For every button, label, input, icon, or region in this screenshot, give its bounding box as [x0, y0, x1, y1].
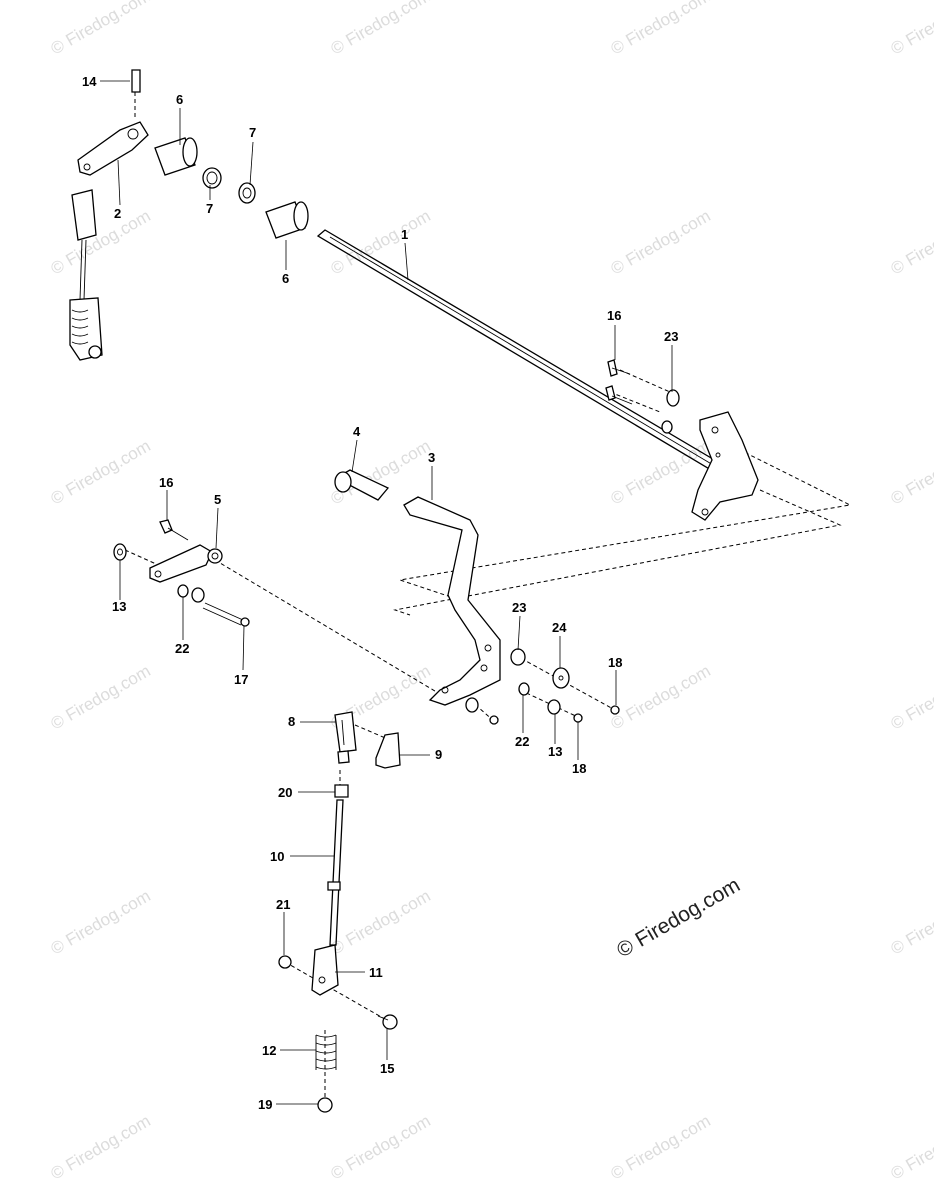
callout-21: 21	[276, 897, 290, 912]
callout-17: 17	[234, 672, 248, 687]
watermark: © Firedog.com	[888, 661, 934, 733]
right-hardware	[465, 359, 680, 725]
callout-12: 12	[262, 1043, 276, 1058]
leader-lines	[100, 80, 673, 1105]
lower-bracket-hardware	[278, 944, 398, 1113]
watermark: © Firedog.com	[328, 1111, 434, 1183]
upper-lever-assembly	[69, 69, 149, 361]
bushings-and-spacers	[154, 137, 309, 239]
watermark: © Firedog.com	[608, 1111, 714, 1183]
watermark: © Firedog.com	[888, 206, 934, 278]
watermark: © Firedog.com	[608, 661, 714, 733]
callout-18: 18	[572, 761, 586, 776]
callout-18: 18	[608, 655, 622, 670]
cross-shaft	[316, 229, 759, 521]
callout-24: 24	[552, 620, 567, 635]
watermark: © Firedog.com	[888, 0, 934, 58]
callout-13: 13	[548, 744, 562, 759]
left-lever-hardware	[113, 519, 250, 627]
watermark: © Firedog.com	[48, 886, 154, 958]
callout-22: 22	[515, 734, 529, 749]
watermark: © Firedog.com	[48, 661, 154, 733]
watermark: © Firedog.com	[48, 436, 154, 508]
callout-16: 16	[159, 475, 173, 490]
callout-14: 14	[82, 74, 97, 89]
callout-15: 15	[380, 1061, 394, 1076]
callout-10: 10	[270, 849, 284, 864]
callout-7: 7	[206, 201, 213, 216]
callout-8: 8	[288, 714, 295, 729]
callout-9: 9	[435, 747, 442, 762]
callout-20: 20	[278, 785, 292, 800]
callout-16: 16	[607, 308, 621, 323]
lower-linkage	[327, 711, 401, 946]
watermark: © Firedog.com	[328, 0, 434, 58]
callout-19: 19	[258, 1097, 272, 1112]
watermark: © Firedog.com	[48, 206, 154, 278]
callout-22: 22	[175, 641, 189, 656]
callout-23: 23	[512, 600, 526, 615]
watermark: © Firedog.com	[608, 206, 714, 278]
callout-1: 1	[401, 227, 408, 242]
callout-5: 5	[214, 492, 221, 507]
watermark: © Firedog.com	[888, 436, 934, 508]
watermark: © Firedog.com	[608, 0, 714, 58]
callout-23: 23	[664, 329, 678, 344]
watermark: © Firedog.com	[888, 1111, 934, 1183]
dashed-alignment-lines	[124, 85, 852, 1100]
callout-13: 13	[112, 599, 126, 614]
main-watermark: © Firedog.com	[613, 873, 744, 962]
callout-2: 2	[114, 206, 121, 221]
watermark: © Firedog.com	[888, 886, 934, 958]
callout-labels: 14 6 7 2 7 1 6 16 23 4 3 16 5 13 23 24 2…	[82, 74, 678, 1112]
watermark: © Firedog.com	[48, 1111, 154, 1183]
watermark: © Firedog.com	[328, 886, 434, 958]
callout-3: 3	[428, 450, 435, 465]
callout-7: 7	[249, 125, 256, 140]
callout-6: 6	[176, 92, 183, 107]
pedal-assembly	[334, 469, 501, 706]
callout-11: 11	[369, 965, 383, 980]
callout-4: 4	[353, 424, 361, 439]
callout-6: 6	[282, 271, 289, 286]
watermark: © Firedog.com	[48, 0, 154, 58]
